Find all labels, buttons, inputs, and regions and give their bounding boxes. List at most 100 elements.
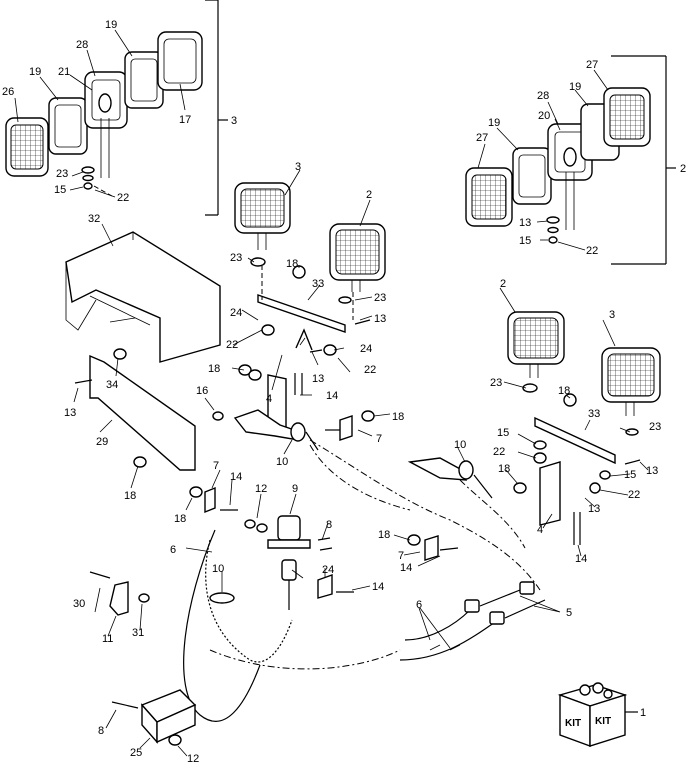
callout-22-d: 22 [493,446,505,458]
callout-34: 34 [106,379,118,391]
callout-labels: 26 19 21 28 19 17 3 23 15 22 32 3 2 23 1… [2,19,686,765]
callout-3-a: 3 [231,115,237,127]
callout-24-b: 24 [360,343,372,355]
callout-1: 1 [640,707,646,719]
callout-29: 29 [96,436,108,448]
roof-cover-32 [65,231,221,363]
callout-22-a: 22 [117,192,129,204]
callout-5: 5 [566,607,572,619]
callout-32: 32 [88,213,100,225]
callout-7-b: 7 [213,460,219,472]
work-lamp-2-right [507,311,565,378]
callout-2-a: 2 [366,189,372,201]
clip-24-lower [317,574,354,599]
clip-7-mid [189,486,238,514]
callout-28-a: 28 [76,39,88,51]
callout-24-c: 24 [322,564,334,576]
callout-18-h: 18 [498,463,510,475]
callout-11: 11 [102,633,113,645]
kit-label-left: KIT [565,718,581,729]
callout-33-b: 33 [588,408,600,420]
callout-17: 17 [179,114,191,126]
callout-13-a: 13 [374,313,386,325]
callout-19-a: 19 [29,66,41,78]
callout-22-c: 22 [364,364,376,376]
bulb-21 [98,93,112,113]
callout-31: 31 [132,627,144,639]
callout-22-f: 22 [586,245,598,257]
callout-30: 30 [73,598,85,610]
callout-13-f: 13 [519,217,531,229]
leader-lines [14,29,649,757]
callout-26: 26 [2,86,14,98]
callout-27-a: 27 [476,132,488,144]
kit-label-right: KIT [595,716,611,727]
callout-4-a: 4 [266,393,272,405]
callout-14-d: 14 [400,562,412,574]
callout-15-c: 15 [624,469,636,481]
callout-23-b: 23 [230,252,242,264]
callout-18-a: 18 [286,258,298,270]
callout-7-a: 7 [376,433,382,445]
callout-6-b: 6 [416,599,422,611]
callout-19-c: 19 [488,117,500,129]
clamp-11 [89,571,150,616]
callout-2-b: 2 [500,278,506,290]
callout-18-b: 18 [208,363,220,375]
callout-13-b: 13 [312,373,324,385]
callout-10-a: 10 [276,456,288,468]
callout-4-b: 4 [537,524,543,536]
callout-21: 21 [58,66,70,78]
callout-8-a: 8 [326,519,332,531]
callout-23-a: 23 [56,168,68,180]
bulb-20 [563,147,577,167]
clip-7-lower [407,534,459,561]
callout-19-d: 19 [569,81,581,93]
callout-18-e: 18 [174,513,186,525]
callout-14-e: 14 [575,553,587,565]
lamp-assembly-left-exploded [5,0,228,216]
callout-12-a: 12 [255,483,267,495]
lamp-lens-17 [157,31,203,91]
switch-harness-10-left [233,409,319,451]
callout-23-e: 23 [649,421,661,433]
callout-23-d: 23 [490,377,502,389]
callout-15-b: 15 [497,427,509,439]
callout-9: 9 [292,483,298,495]
callout-18-g: 18 [558,385,570,397]
callout-14-a: 14 [326,390,338,402]
callout-2-c: 2 [680,163,686,175]
screw-16 [212,411,224,421]
switch-harness-10-right [407,457,493,499]
callout-13-d: 13 [646,465,658,477]
wiring-harness-6 [183,529,297,722]
callout-18-d: 18 [124,490,136,502]
callout-13-e: 13 [588,503,600,515]
callout-8-b: 8 [98,725,104,737]
callout-7-c: 7 [398,550,404,562]
callout-10-c: 10 [454,439,466,451]
callout-23-c: 23 [374,292,386,304]
relay-9 [244,515,333,551]
callout-18-f: 18 [378,529,390,541]
callout-24-a: 24 [230,307,242,319]
callout-6-a: 6 [170,544,176,556]
callout-27-b: 27 [586,59,598,71]
wiring-harness-5 [399,581,546,661]
callout-22-e: 22 [628,489,640,501]
callout-19-b: 19 [105,19,117,31]
callout-16: 16 [196,385,208,397]
clip-7-upper [325,410,375,441]
mount-bracket-33-right [513,383,641,545]
callout-28-b: 28 [537,90,549,102]
side-bracket-29 [74,348,196,471]
callout-33-a: 33 [312,278,324,290]
work-lamp-3-center [234,182,291,267]
callout-3-b: 3 [295,161,301,173]
work-lamp-2-center [329,223,386,292]
work-lamp-3-right [601,347,661,416]
callout-15-a: 15 [54,184,66,196]
callout-13-c: 13 [64,407,76,419]
